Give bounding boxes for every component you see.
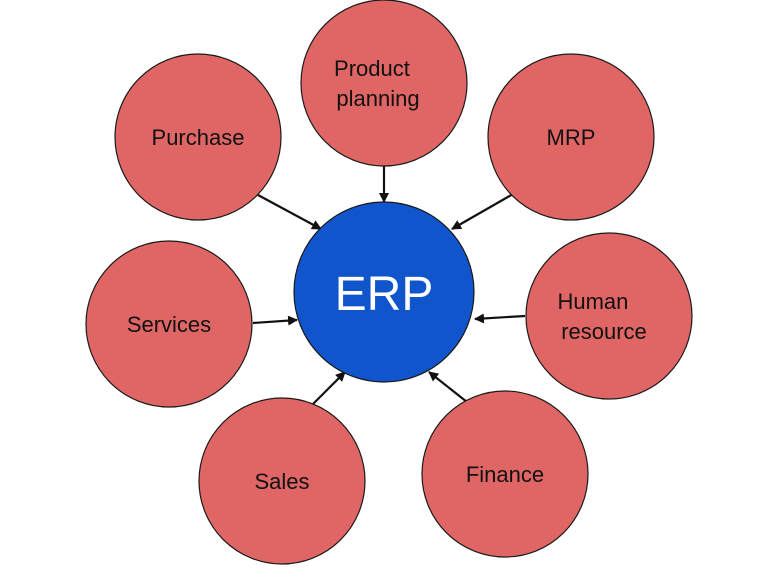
sales-circle	[198, 397, 366, 565]
arrow-purchase	[257, 194, 322, 230]
erp-label: ERP	[335, 268, 434, 321]
product-planning-label-line-1: Product	[334, 56, 410, 81]
purchase-label: Purchase	[152, 125, 245, 150]
product-planning-label-line-2: planning	[336, 86, 419, 111]
arrow-mrp	[451, 193, 514, 230]
finance-label: Finance	[466, 462, 544, 487]
node-product-planning: Product planning	[300, 0, 468, 167]
product-planning-circle	[300, 0, 468, 167]
svg-text:Product planning: Product planning	[334, 56, 420, 111]
arrows	[252, 165, 526, 405]
purchase-circle	[114, 53, 282, 221]
sales-label: Sales	[254, 469, 309, 494]
mrp-label: MRP	[547, 125, 596, 150]
human-resource-circle	[525, 232, 693, 400]
node-sales: Sales	[198, 397, 366, 565]
arrow-finance	[428, 371, 468, 403]
human-resource-label-line-1: Human	[557, 289, 628, 314]
erp-circle	[293, 201, 475, 383]
node-purchase: Purchase	[114, 53, 282, 221]
node-erp-center: ERP	[293, 201, 475, 383]
services-label: Services	[127, 312, 211, 337]
arrow-human-resource	[474, 313, 526, 324]
node-finance: Finance	[421, 390, 589, 558]
svg-text:Human resource: Human resource	[557, 289, 646, 344]
human-resource-label-line-2: resource	[561, 319, 647, 344]
node-mrp: MRP	[487, 53, 655, 221]
node-human-resource: Human resource	[525, 232, 693, 400]
arrow-services	[252, 315, 298, 326]
services-circle	[85, 240, 253, 408]
mrp-circle	[487, 53, 655, 221]
node-services: Services	[85, 240, 253, 408]
arrow-sales	[312, 371, 346, 405]
finance-circle	[421, 390, 589, 558]
